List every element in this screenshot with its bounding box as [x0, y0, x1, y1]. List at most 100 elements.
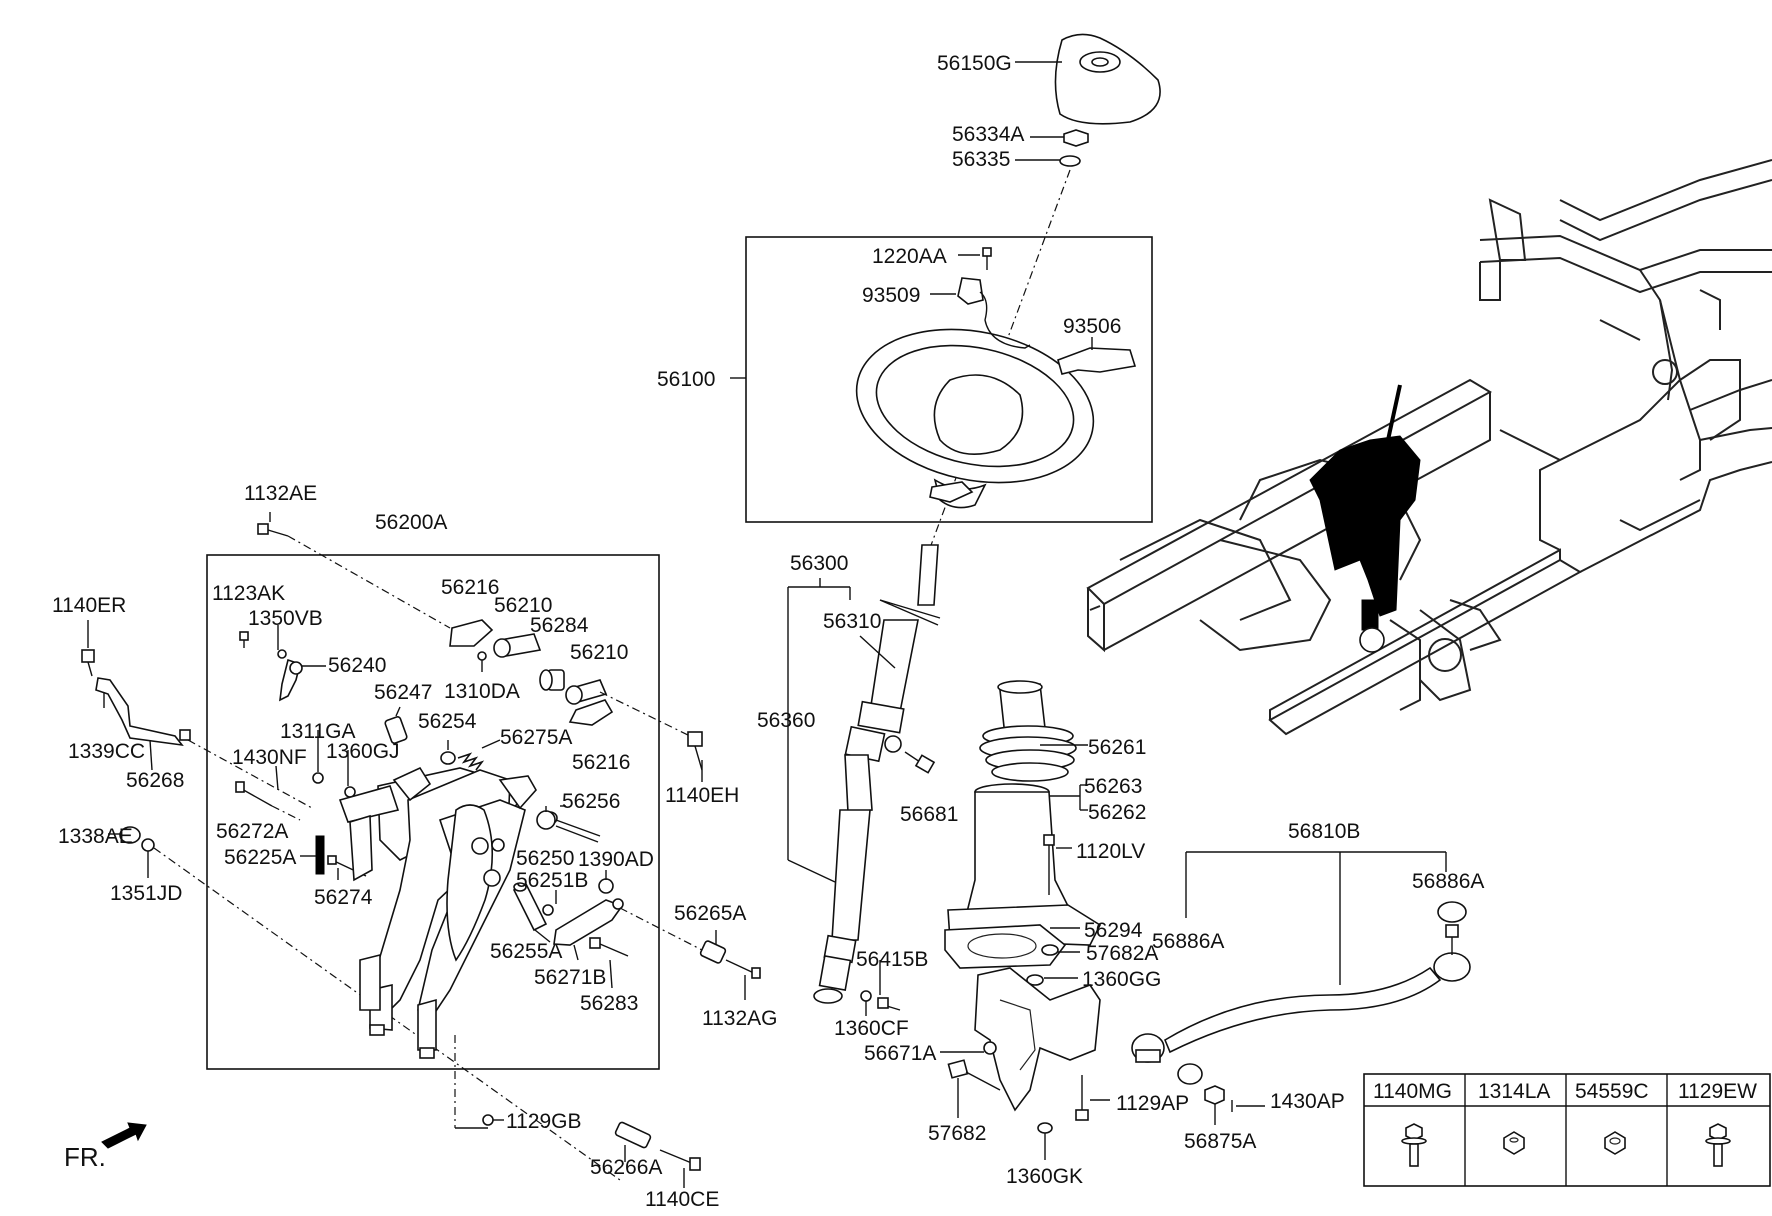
legend-headers: 1140MG 1314LA 54559C 1129EW — [1373, 1080, 1757, 1103]
callout-56263: 56263 — [1084, 775, 1142, 798]
callout-56294: 56294 — [1084, 919, 1143, 942]
callout-56300: 56300 — [790, 552, 848, 575]
legend-header-3: 54559C — [1575, 1080, 1649, 1103]
callout-56415B: 56415B — [856, 948, 928, 971]
callout-1390AD: 1390AD — [578, 848, 654, 871]
callout-1360GJ: 1360GJ — [326, 740, 400, 763]
pedal-bracket-56200A — [338, 766, 537, 1059]
nut-1351JD — [141, 838, 155, 852]
pin-1430NF — [275, 765, 279, 791]
callout-56360: 56360 — [757, 709, 815, 732]
callout-56875A: 56875A — [1184, 1130, 1256, 1153]
bolt-1132AE — [257, 523, 289, 537]
bolt-1140ER — [81, 649, 95, 677]
clip-56251B — [542, 904, 554, 916]
bolt-57682 — [947, 1059, 1001, 1091]
bolt-1220AA — [982, 247, 992, 270]
callout-56100: 56100 — [657, 368, 715, 391]
callout-56210-upper: 56210 — [494, 594, 552, 617]
callout-56261: 56261 — [1088, 736, 1146, 759]
callout-56255A: 56255A — [490, 940, 562, 963]
callout-1140EH: 1140EH — [665, 784, 739, 807]
pin-56283 — [589, 937, 629, 957]
bolt-1132AG — [725, 959, 761, 979]
callout-1129AP: 1129AP — [1116, 1092, 1189, 1115]
horn-switch-93509 — [957, 277, 1031, 349]
bushing-56210-a — [493, 633, 542, 658]
bolt-1140CE — [659, 1149, 701, 1171]
pin-56255A — [512, 882, 548, 932]
stopper-56247 — [384, 716, 408, 744]
callout-1360CF: 1360CF — [834, 1017, 909, 1040]
plate-56216-lower — [568, 699, 614, 726]
callout-56150G: 56150G — [937, 52, 1012, 75]
callout-1360GG: 1360GG — [1082, 968, 1161, 991]
washer-1360GG — [1026, 974, 1044, 986]
rod-56268 — [95, 677, 184, 747]
callout-56310: 56310 — [823, 610, 881, 633]
tie-rod-56810B — [1131, 924, 1471, 1063]
castle-nut-56875A — [1204, 1085, 1225, 1105]
nut-1310DA — [477, 651, 487, 661]
callout-56266A: 56266A — [590, 1156, 662, 1179]
pedal-group-box — [206, 554, 660, 1070]
washer-56254 — [440, 751, 456, 765]
callout-56272A: 56272A — [216, 820, 288, 843]
callout-56268: 56268 — [126, 769, 184, 792]
nut-1311GA — [312, 772, 324, 784]
callout-1129GB: 1129GB — [506, 1110, 582, 1133]
hardware-legend-table — [1363, 1073, 1771, 1187]
callout-56283: 56283 — [580, 992, 638, 1015]
bracket-93506 — [1057, 347, 1137, 375]
washer-1360GK — [1037, 1122, 1053, 1134]
callout-56210-lower: 56210 — [570, 641, 628, 664]
collar-56265A — [699, 940, 727, 964]
gear-bracket-56671A — [974, 967, 1101, 1112]
callout-56247: 56247 — [374, 681, 432, 704]
forward-arrow-icon — [101, 1122, 147, 1149]
washer-56335 — [1059, 155, 1081, 167]
callout-56335: 56335 — [952, 148, 1010, 171]
flange-bolt-icon — [1705, 1123, 1731, 1167]
callout-56810B: 56810B — [1288, 820, 1360, 843]
washer-56250 — [536, 810, 556, 830]
callout-56200A: 56200A — [375, 511, 447, 534]
callout-1140ER: 1140ER — [52, 594, 126, 617]
dust-boot-56886A-right — [1437, 901, 1467, 923]
callout-56254: 56254 — [418, 710, 477, 733]
callout-56274: 56274 — [314, 886, 373, 909]
spring-56275A — [457, 752, 485, 771]
callout-56886A-right: 56886A — [1412, 870, 1484, 893]
callout-93506: 93506 — [1063, 315, 1121, 338]
callout-labels: 56150G 56334A 56335 1220AA 93509 93506 5… — [52, 52, 1484, 1211]
callout-1351JD: 1351JD — [110, 882, 182, 905]
bolt-1129GB — [482, 1114, 494, 1126]
bolt-1120LV — [1043, 834, 1055, 895]
nut-57682A — [1041, 944, 1059, 956]
callout-56250: 56250 — [516, 847, 574, 870]
callout-56284: 56284 — [530, 614, 589, 637]
steering-wheel-group-box — [745, 236, 1153, 523]
callout-56262: 56262 — [1088, 801, 1146, 824]
callout-57682A: 57682A — [1086, 942, 1158, 965]
callout-1339CC: 1339CC — [68, 740, 145, 763]
callout-56256: 56256 — [562, 790, 620, 813]
callout-56225A: 56225A — [224, 846, 296, 869]
dust-boot-56886A-left — [1177, 1063, 1203, 1085]
steering-wheel — [855, 328, 1095, 509]
callout-1120LV: 1120LV — [1076, 840, 1145, 863]
legend-header-2: 1314LA — [1478, 1080, 1550, 1103]
callout-57682: 57682 — [928, 1122, 986, 1145]
callout-56334A: 56334A — [952, 123, 1024, 146]
legend-header-1: 1140MG — [1373, 1080, 1452, 1103]
hex-nut-56334A — [1063, 129, 1089, 147]
callout-1338AE: 1338AE — [58, 825, 133, 848]
bushing-56210-b — [565, 679, 608, 705]
callout-1430NF: 1430NF — [232, 746, 307, 769]
steering-boot-56261 — [979, 680, 1077, 782]
chassis-frame — [1086, 159, 1772, 736]
plate-56216-upper — [449, 619, 494, 647]
callout-1310DA: 1310DA — [444, 680, 520, 703]
collar-56266A — [614, 1121, 652, 1149]
